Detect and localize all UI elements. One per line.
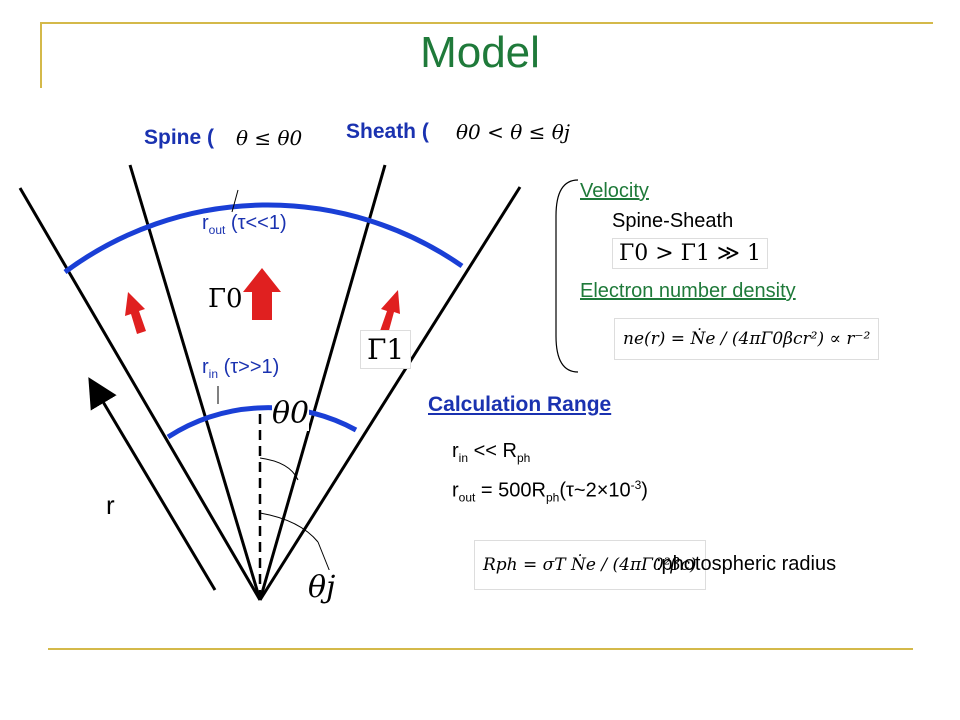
spine-velocity-arrow	[243, 268, 281, 320]
spine-left-boundary	[128, 164, 262, 601]
sheath-right-velocity-arrow	[380, 290, 400, 334]
rout-leader	[231, 189, 239, 213]
frame-left-line	[40, 22, 42, 88]
rout-label: rout (τ<<1)	[202, 212, 287, 237]
calc-range-heading: Calculation Range	[428, 393, 612, 416]
sheath-label: Sheath (	[346, 120, 429, 143]
sheath-left-velocity-arrow	[125, 292, 146, 334]
rin-label: rin (τ>>1)	[202, 356, 280, 381]
spine-right-boundary	[258, 164, 387, 601]
theta0-angle-arc	[259, 457, 299, 481]
spine-label: Spine (	[144, 126, 215, 149]
frame-top-line	[40, 22, 933, 24]
spine-condition-math: θ ≤ θ0	[230, 124, 309, 152]
calc-line-rin: rin << Rph	[452, 440, 531, 465]
calc-line-rout: rout = 500Rph(τ~2×10-3)	[452, 478, 648, 505]
density-heading: Electron number density	[580, 280, 796, 302]
spine-sheath-label: Spine-Sheath	[612, 210, 734, 232]
r-axis-label: r	[106, 490, 115, 520]
outer-left-boundary	[18, 187, 262, 601]
thetaj-label: θj	[308, 570, 336, 605]
density-equation-math: ne(r) = Ṅe / (4πΓ0βcr²) ∝ r⁻²	[614, 318, 880, 360]
velocity-relation-math: Γ0 > Γ1 ≫ 1	[612, 238, 768, 269]
photospheric-radius-math: Rph = σT Ṅe / (4πΓ0²βc)	[474, 540, 706, 590]
right-brace	[555, 179, 579, 373]
photospheric-radius-label: :photospheric radius	[656, 553, 837, 575]
sheath-condition-math: θ0 < θ ≤ θj	[450, 118, 576, 146]
velocity-heading: Velocity	[580, 180, 649, 202]
frame-bottom-line	[48, 648, 913, 650]
theta0-label: θ0	[272, 396, 310, 431]
slide-title: Model	[420, 28, 540, 77]
gamma0-label: Γ0	[208, 284, 243, 314]
gamma1-label: Γ1	[360, 330, 412, 369]
outer-right-boundary	[258, 186, 522, 601]
r-axis-arrow	[88, 377, 217, 591]
thetaj-angle-arc	[259, 512, 319, 543]
thetaj-leader	[317, 541, 331, 573]
outer-arc	[63, 202, 464, 275]
inner-arc	[166, 405, 358, 440]
